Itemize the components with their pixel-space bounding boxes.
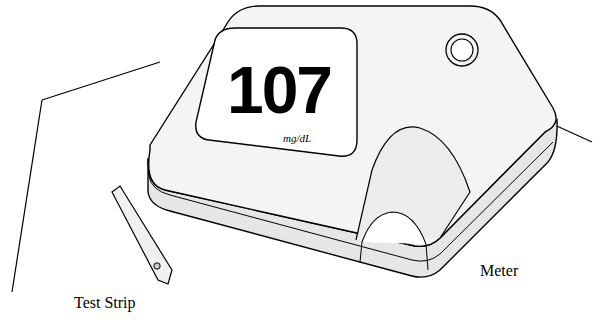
screen-outline [196, 28, 357, 156]
test-strip [112, 186, 172, 284]
part-label: Meter [480, 262, 518, 280]
part-label: Test Strip [74, 294, 136, 312]
reading-value: 107 [227, 52, 331, 128]
strip-slot [360, 242, 428, 270]
strip-slot [362, 212, 426, 244]
meter-top [149, 6, 556, 246]
paper-edge [12, 100, 42, 292]
test-strip [112, 186, 172, 284]
meter-button [446, 34, 478, 66]
unit-label: mg/dL [283, 132, 311, 144]
meter-button [451, 39, 473, 61]
display-screen: 107 mg/dL [193, 26, 359, 160]
strip-dot [154, 263, 160, 269]
paper-edge [42, 62, 160, 100]
